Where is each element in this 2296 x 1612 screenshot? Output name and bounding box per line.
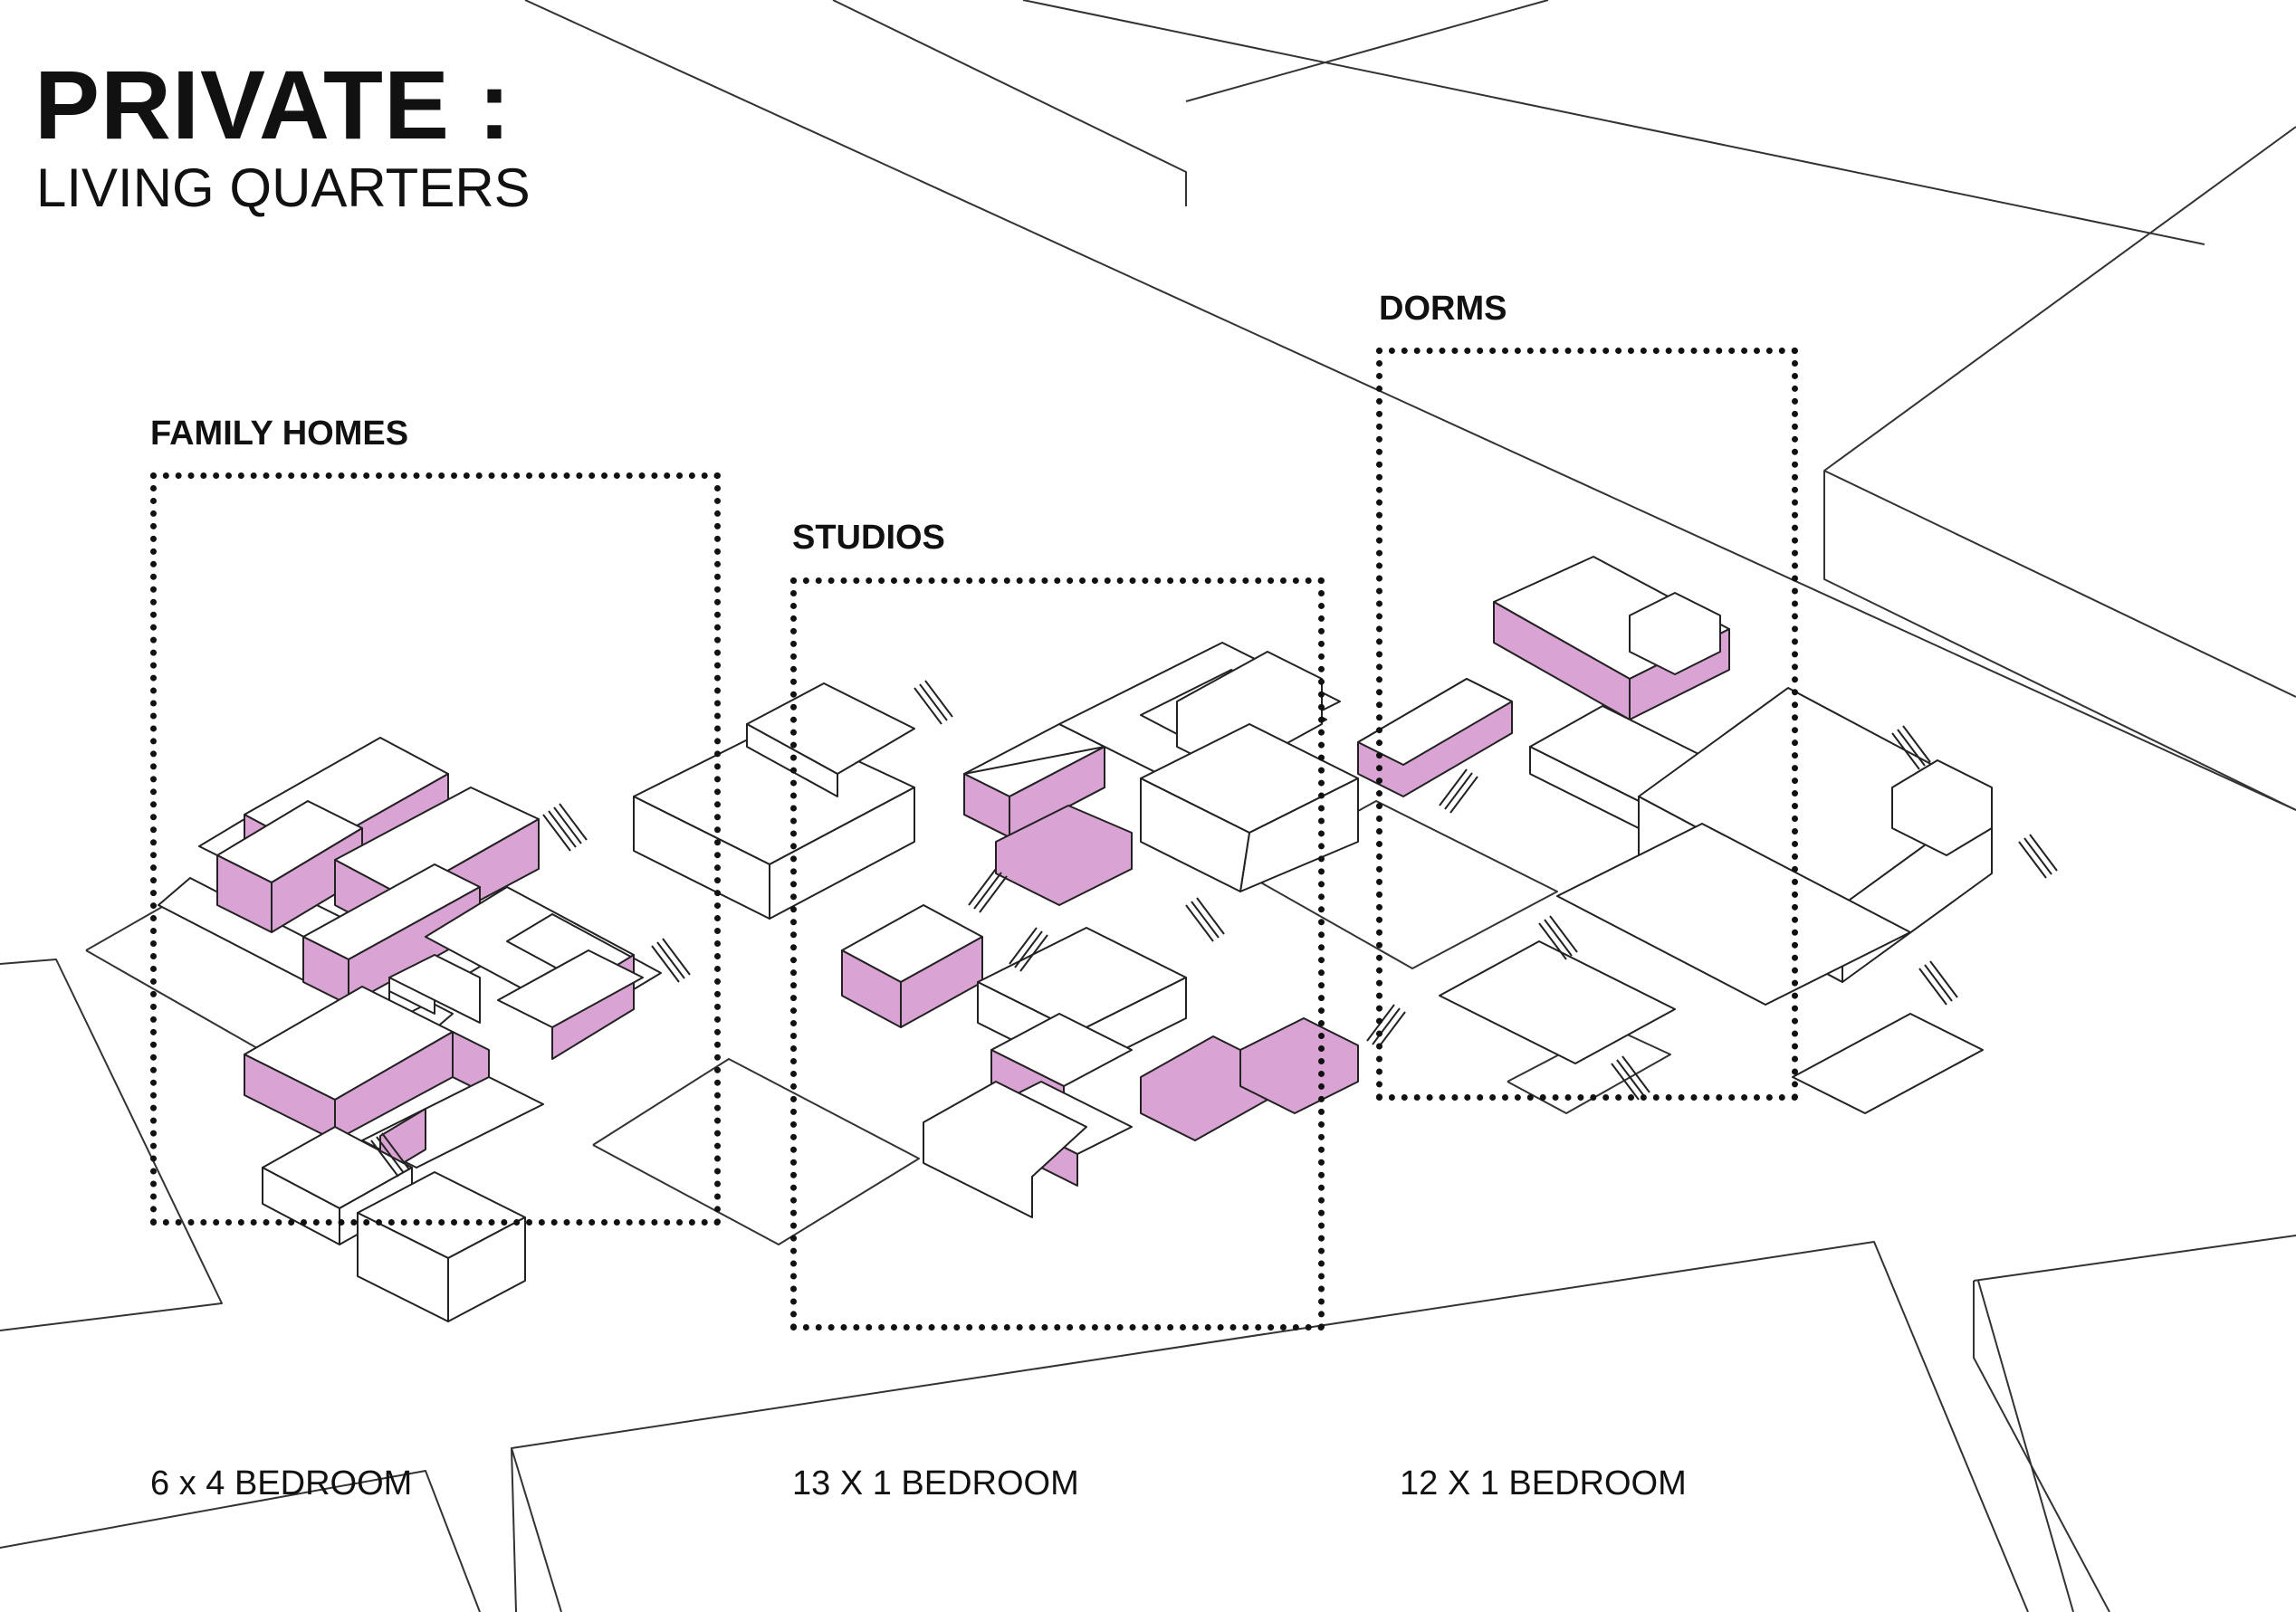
stairs [370, 680, 2058, 1178]
page-title: PRIVATE : [34, 50, 512, 159]
count-family-homes: 6 x 4 BEDROOM [150, 1464, 413, 1502]
zone-label-studios: STUDIOS [792, 519, 945, 557]
zone-boundary-family-homes [150, 472, 721, 1226]
studios-buildings [633, 642, 1359, 1218]
zone-label-family-homes: FAMILY HOMES [150, 415, 409, 453]
family-homes-buildings [158, 737, 662, 1322]
count-studios: 13 X 1 BEDROOM [792, 1464, 1079, 1502]
zone-label-dorms: DORMS [1379, 290, 1507, 328]
zone-boundary-dorms [1376, 348, 1798, 1101]
dorms-buildings [1357, 556, 1993, 1114]
zone-boundary-studios [790, 577, 1325, 1331]
page-subtitle: LIVING QUARTERS [36, 157, 531, 218]
count-dorms: 12 X 1 BEDROOM [1400, 1464, 1687, 1502]
